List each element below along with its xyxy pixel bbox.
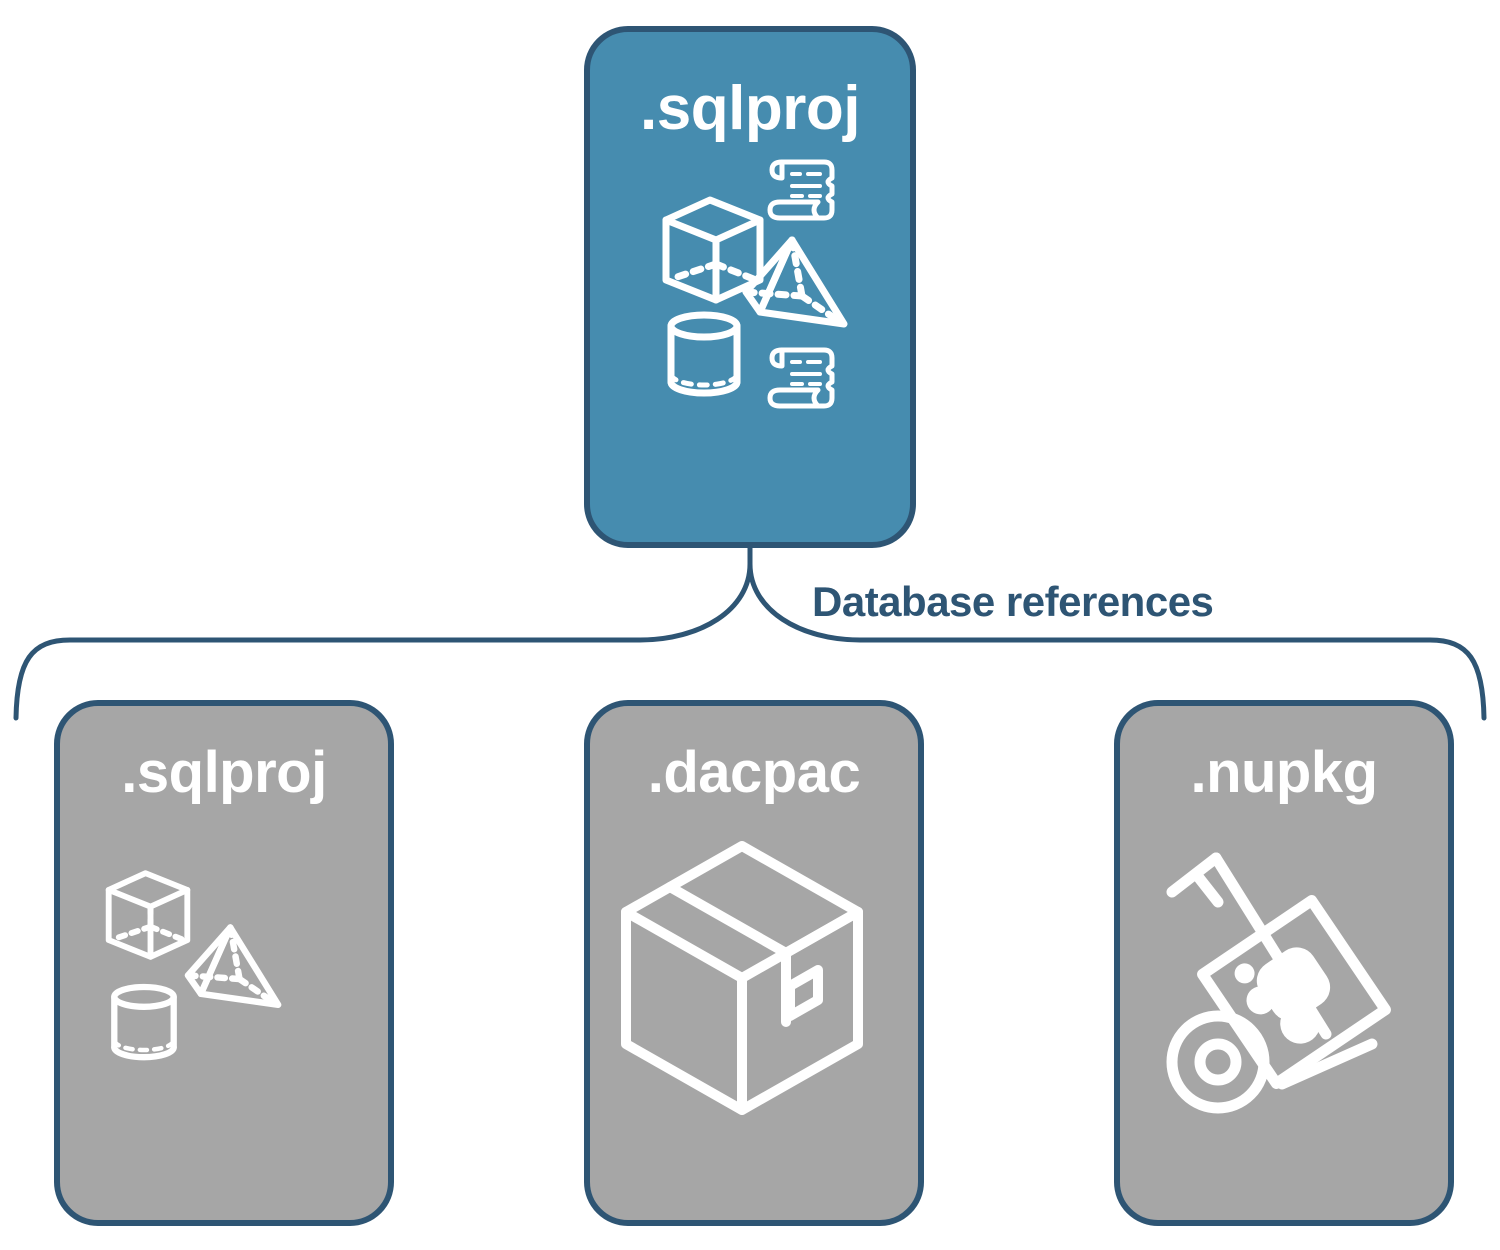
- node-root-label: .sqlproj: [640, 74, 860, 143]
- root-icon-cluster: [640, 152, 860, 422]
- node-ref-nupkg[interactable]: .nupkg: [1114, 700, 1454, 1226]
- pyramid-wireframe-icon: [184, 924, 282, 1009]
- nupkg-icon-cluster: [1134, 816, 1434, 1146]
- node-ref-sqlproj-label: .sqlproj: [121, 740, 327, 805]
- node-ref-nupkg-label: .nupkg: [1190, 740, 1378, 805]
- scroll-icon: [767, 159, 835, 221]
- package-box-icon: [621, 841, 863, 1115]
- node-ref-sqlproj[interactable]: .sqlproj: [54, 700, 394, 1226]
- node-root-sqlproj[interactable]: .sqlproj: [584, 26, 916, 548]
- cylinder-wireframe-icon: [667, 311, 741, 397]
- cylinder-wireframe-icon: [111, 983, 177, 1061]
- pyramid-wireframe-icon: [742, 236, 848, 328]
- scroll-icon: [767, 347, 835, 409]
- connector-label: Database references: [812, 578, 1214, 625]
- dacpac-icon-cluster: [604, 816, 904, 1146]
- hand-truck-package-icon: [1166, 852, 1391, 1114]
- node-ref-dacpac[interactable]: .dacpac: [584, 700, 924, 1226]
- node-ref-dacpac-label: .dacpac: [647, 740, 861, 805]
- cube-wireframe-icon: [105, 870, 191, 960]
- sqlproj-ref-icon-cluster: [74, 816, 374, 1146]
